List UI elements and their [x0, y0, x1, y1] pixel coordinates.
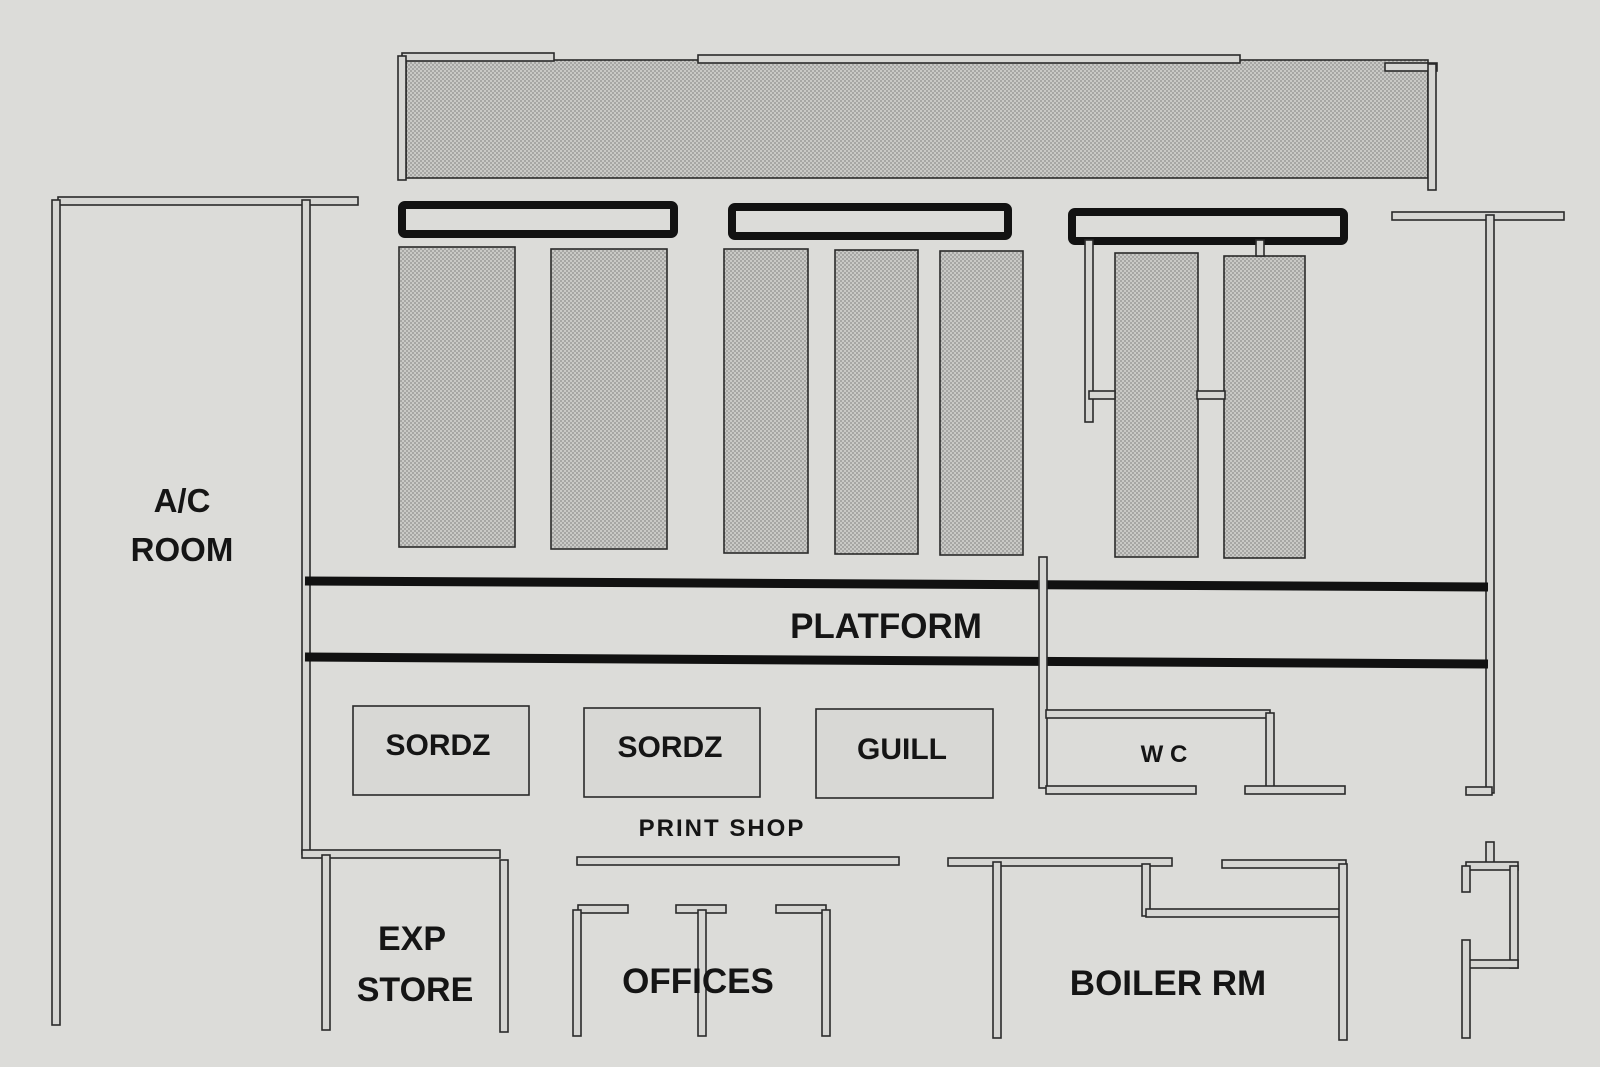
press-unit-4 — [834, 249, 919, 555]
wall-boiler-left — [992, 861, 1002, 1039]
wall-ac-left — [51, 199, 61, 1026]
bar-frame-3 — [1068, 208, 1348, 245]
bracket-link-mid — [1196, 390, 1226, 400]
wall-right-vertical — [1485, 214, 1495, 794]
machine-label-3: GUILL — [857, 733, 947, 766]
wall-wc-bottom-left — [1045, 785, 1197, 795]
machine-box-2 — [583, 707, 761, 798]
platform-rail-top — [304, 576, 1489, 592]
wall-offices-top — [576, 856, 900, 866]
wall-exp-left — [321, 854, 331, 1031]
exp-store-label-line1: EXP — [378, 920, 446, 958]
print-shop-label: PRINT SHOP — [639, 815, 806, 842]
press-unit-7 — [1223, 255, 1306, 559]
ac-room-label-line2: ROOM — [131, 531, 234, 568]
wall-wc-bottom-right — [1244, 785, 1346, 795]
wall-boiler-right — [1338, 863, 1348, 1041]
wall-top-left-short — [401, 52, 555, 62]
machine-box-3 — [815, 708, 994, 799]
wall-boiler-inner-bar — [1145, 908, 1345, 918]
platform-label: PLATFORM — [790, 607, 982, 646]
corner-post-left-bottom — [1461, 939, 1471, 1039]
wall-top-left-post — [397, 55, 407, 181]
wall-wc-left — [1038, 556, 1048, 789]
wall-ac-top — [57, 196, 359, 206]
wall-boiler-top-left — [947, 857, 1173, 867]
wall-offices-stub-3 — [775, 904, 827, 914]
press-unit-6 — [1114, 252, 1199, 558]
wall-ac-bottom — [301, 849, 501, 859]
wall-top-middle — [697, 54, 1241, 64]
exp-store-label-line2: STORE — [357, 971, 474, 1009]
bracket-stub — [1255, 239, 1265, 257]
top-shaded-strip — [405, 59, 1429, 179]
offices-label: OFFICES — [622, 962, 774, 1001]
wall-offices-left — [572, 909, 582, 1037]
press-unit-3 — [723, 248, 809, 554]
wall-offices-stub-1 — [577, 904, 629, 914]
press-unit-5 — [939, 250, 1024, 556]
wall-boiler-top-right — [1221, 859, 1347, 869]
bar-frame-2 — [728, 203, 1012, 240]
corner-bar-bottom — [1465, 959, 1519, 969]
wall-offices-right — [821, 909, 831, 1037]
wall-top-right-short — [1384, 62, 1438, 72]
boiler-rm-label: BOILER RM — [1070, 964, 1266, 1003]
machine-label-2: SORDZ — [618, 731, 723, 764]
press-unit-1 — [398, 246, 516, 548]
bar-frame-1 — [398, 201, 678, 238]
press-unit-2 — [550, 248, 668, 550]
wall-wc-inner — [1265, 712, 1275, 792]
wall-wc-top — [1045, 709, 1271, 719]
wall-right-top — [1391, 211, 1565, 221]
machine-box-1 — [352, 705, 530, 796]
corner-post-left-top — [1461, 865, 1471, 893]
bracket-link-left — [1088, 390, 1116, 400]
wall-right-foot — [1465, 786, 1493, 796]
wall-top-right-post — [1427, 63, 1437, 191]
wall-offices-mid — [697, 909, 707, 1037]
ac-room-label-line1: A/C — [154, 482, 211, 519]
platform-rail-bottom — [304, 652, 1489, 669]
machine-label-1: SORDZ — [386, 729, 491, 762]
corner-post-right — [1509, 865, 1519, 969]
wall-ac-right — [301, 199, 311, 855]
wc-label: W C — [1141, 741, 1188, 768]
wall-exp-right — [499, 859, 509, 1033]
bracket-post — [1084, 239, 1094, 423]
